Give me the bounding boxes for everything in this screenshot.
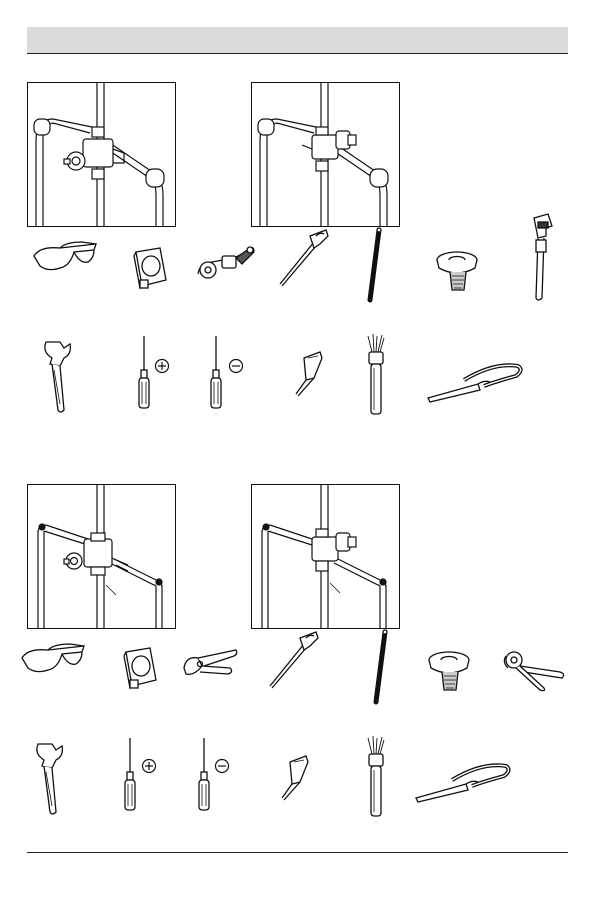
flat-screwdriver-icon	[208, 334, 224, 410]
tape-measure-icon	[120, 644, 160, 690]
adjustable-wrench-icon	[30, 738, 70, 818]
sealant-tube-icon	[276, 752, 312, 802]
flat-head-symbol-icon	[214, 758, 230, 774]
adjustable-wrench-icon	[38, 336, 78, 416]
flat-head-symbol-icon	[228, 358, 244, 374]
footer-rule	[27, 852, 568, 853]
pex-cutter-icon	[180, 646, 240, 686]
tubing-cutter-icon	[194, 240, 258, 284]
sealant-tube-icon	[290, 348, 326, 398]
copper-valve-rough-in-diagram	[27, 82, 176, 227]
safety-glasses-icon	[30, 238, 100, 278]
emery-cloth-icon	[370, 628, 390, 708]
crimp-tool-icon	[500, 646, 570, 696]
phillips-head-symbol-icon	[141, 758, 157, 774]
plumbers-putty-icon	[424, 644, 474, 694]
strap-wrench-icon	[424, 358, 524, 406]
flux-brush-icon	[364, 334, 388, 418]
flat-screwdriver-icon	[196, 736, 212, 812]
pipe-wrench-icon	[524, 212, 556, 304]
section-header-bar	[27, 27, 568, 54]
emery-cloth-icon	[364, 226, 384, 306]
safety-glasses-icon	[18, 640, 88, 680]
copper-valve-rough-in-alt-diagram	[251, 82, 400, 227]
hacksaw-icon	[262, 628, 324, 690]
phillips-head-symbol-icon	[154, 358, 170, 374]
hacksaw-icon	[276, 226, 330, 288]
tape-measure-icon	[130, 244, 170, 290]
pex-valve-rough-in-alt-diagram	[251, 484, 400, 629]
strap-wrench-icon	[412, 758, 512, 806]
flux-brush-icon	[364, 736, 388, 820]
pex-valve-rough-in-diagram	[27, 484, 176, 629]
plumbers-putty-icon	[432, 244, 482, 294]
phillips-screwdriver-icon	[136, 334, 152, 410]
phillips-screwdriver-icon	[122, 736, 138, 812]
